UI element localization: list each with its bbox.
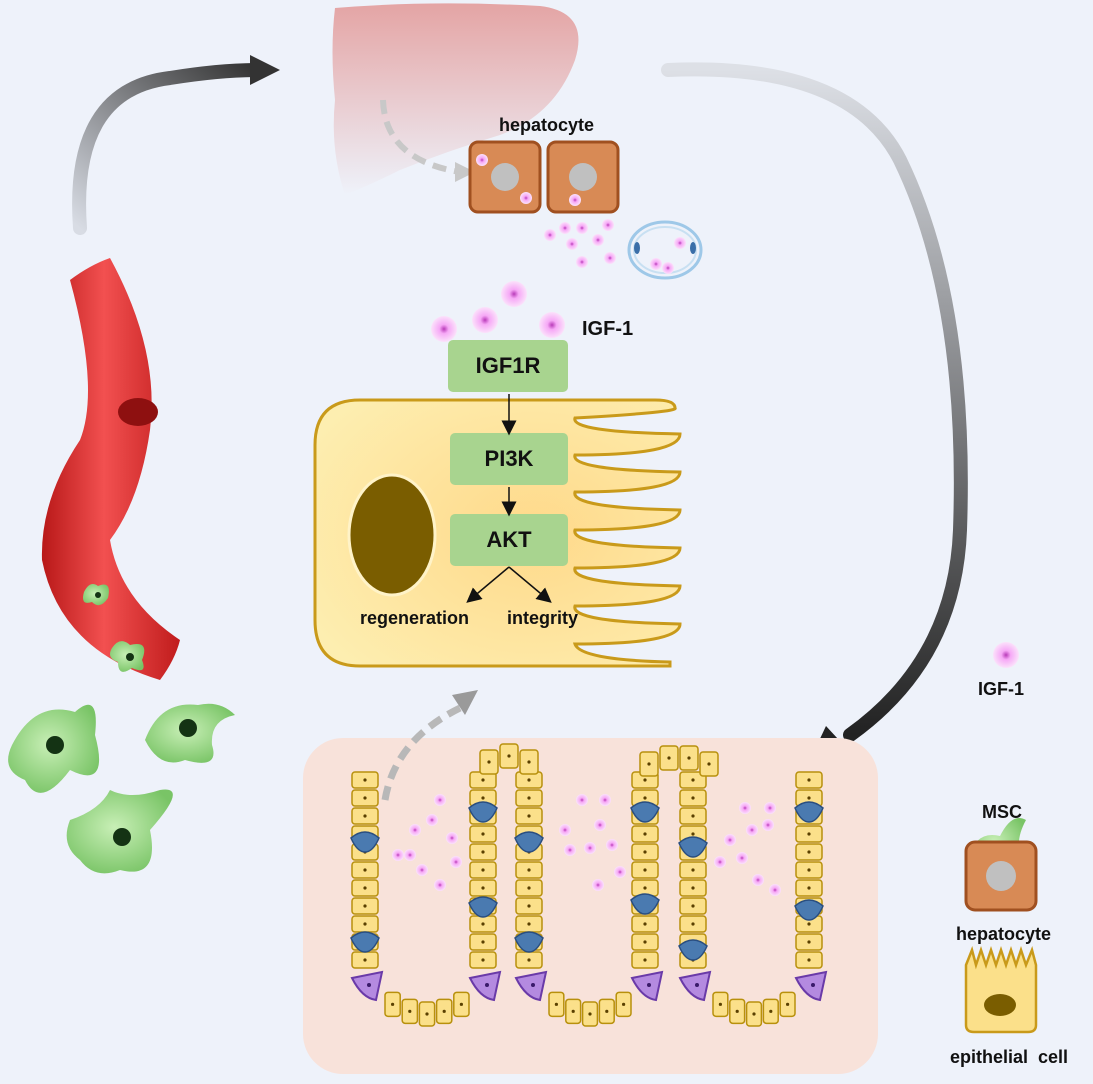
msc-cells xyxy=(8,584,235,874)
paneth-cell xyxy=(678,970,712,1002)
paneth-cell xyxy=(630,970,664,1002)
goblet-cell xyxy=(794,899,824,921)
legend-msc-label: MSC xyxy=(982,802,1022,822)
igf1-particle xyxy=(736,852,748,864)
hepatocyte-label: hepatocyte xyxy=(499,115,595,135)
goblet-cell xyxy=(350,831,380,853)
igf1-particle xyxy=(392,849,404,861)
igf1-particle xyxy=(762,819,774,831)
goblet-cell xyxy=(350,931,380,953)
igf1-particle xyxy=(426,814,438,826)
pi3k-box xyxy=(450,433,568,485)
akt-label: AKT xyxy=(486,527,532,552)
goblet-cell xyxy=(678,836,708,858)
akt-to-integrity-arrow xyxy=(508,566,552,603)
goblet-cell xyxy=(794,801,824,823)
hepatocyte-cells xyxy=(468,140,620,214)
liver-to-intestine-arrow xyxy=(661,62,968,742)
legend-epithelial-label: epithelial cell xyxy=(950,1047,1069,1067)
igf1-particle xyxy=(416,864,428,876)
paneth-cell xyxy=(794,970,828,1002)
igf1-particle xyxy=(739,802,751,814)
igf1-particle xyxy=(434,794,446,806)
igf1-particle-icon xyxy=(993,642,1019,668)
igf1-particle xyxy=(724,834,736,846)
legend-igf1-label: IGF-1 xyxy=(978,679,1025,699)
liver-to-hepatocyte-arrow xyxy=(380,99,461,175)
regeneration-label: regeneration xyxy=(360,608,470,628)
goblet-cell xyxy=(468,801,498,823)
igf1-particle xyxy=(764,802,776,814)
goblet-cell xyxy=(678,939,708,961)
igf1r-label: IGF1R xyxy=(475,353,541,378)
akt-to-regeneration-arrow xyxy=(466,566,510,603)
goblet-cell xyxy=(468,896,498,918)
igf1-particle xyxy=(404,849,416,861)
pi3k-label: PI3K xyxy=(484,446,534,471)
igf1-particle xyxy=(450,856,462,868)
intestine-panel xyxy=(303,738,878,1074)
igf1-particle xyxy=(594,819,606,831)
igf1r-box xyxy=(448,340,568,392)
igf1-particle xyxy=(409,824,421,836)
igf1-particle xyxy=(599,794,611,806)
blood-vessel xyxy=(41,258,181,680)
legend-hepatocyte-label: hepatocyte xyxy=(956,924,1052,944)
igf1-particle xyxy=(584,842,596,854)
igf1-ligands xyxy=(431,281,565,342)
igf1-particle xyxy=(752,874,764,886)
goblet-cell xyxy=(514,831,544,853)
integrity-label: integrity xyxy=(507,608,579,628)
igf1-particle xyxy=(559,824,571,836)
igf1-particle xyxy=(592,879,604,891)
igf1-particle xyxy=(769,884,781,896)
liver-shape xyxy=(332,3,579,195)
paneth-cell xyxy=(350,970,384,1002)
intestine-to-cell-arrow xyxy=(381,704,462,801)
epithelial-cell-icon xyxy=(964,946,1038,1034)
igf1-particle xyxy=(714,856,726,868)
paneth-cell xyxy=(514,970,548,1002)
lumen-igf1-particles xyxy=(392,794,781,896)
epithelial-cell-nucleus xyxy=(347,473,437,597)
goblet-cell xyxy=(514,931,544,953)
goblet-cell xyxy=(630,801,660,823)
paneth-cell xyxy=(468,970,502,1002)
akt-box xyxy=(450,514,568,566)
igf1-label: IGF-1 xyxy=(582,318,634,340)
igf1-particle xyxy=(446,832,458,844)
igf1-particle xyxy=(746,824,758,836)
igf1-particle xyxy=(564,844,576,856)
intestinal-crypts xyxy=(350,743,828,1027)
igf1-particle xyxy=(614,866,626,878)
igf1-particle xyxy=(434,879,446,891)
hepatocyte-icon xyxy=(964,840,1038,912)
vessel-to-liver-arrow xyxy=(72,63,265,235)
igf1-particle xyxy=(606,839,618,851)
vesicle xyxy=(627,220,703,280)
igf1-particle xyxy=(576,794,588,806)
goblet-cell xyxy=(630,893,660,915)
released-igf1-particles xyxy=(544,219,616,268)
